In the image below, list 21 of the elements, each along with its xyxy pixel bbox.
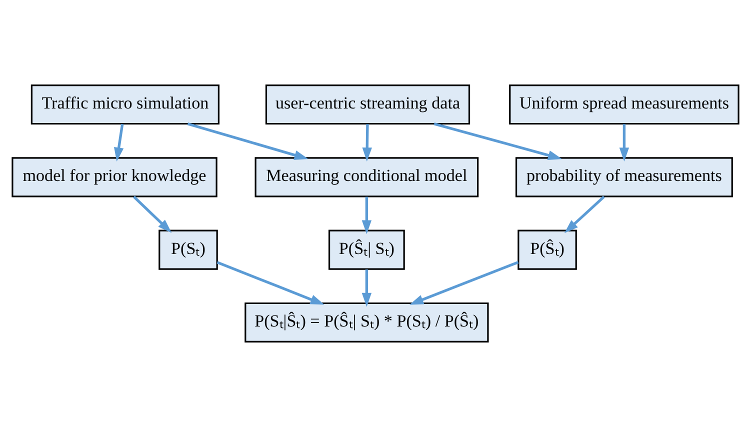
node-box: model for prior knowledge [12,157,218,198]
node-box: P(Ŝₜ| Sₜ) [328,230,405,270]
arrow [362,269,372,307]
node-box: user-centric streaming data [265,84,470,125]
arrow [619,124,630,162]
arrow [362,124,372,162]
arrow [216,261,324,305]
arrow [132,196,172,233]
node-box: probability of measurements [515,157,733,198]
node-box: P(Ŝₜ) [518,230,577,270]
node-box: P(Sₜ) [158,230,218,270]
arrow [187,122,308,160]
arrow [114,124,124,162]
node-box: Measuring conditional model [254,157,479,198]
node-box: Uniform spread measurements [509,84,740,125]
arrow [409,260,519,305]
arrow [434,122,562,160]
node-box: P(Sₜ|Ŝₜ) = P(Ŝₜ| Sₜ) * P(Sₜ) / P(Ŝₜ) [244,302,489,343]
arrow [564,196,605,234]
node-box: Traffic micro simulation [30,84,220,125]
arrow [362,196,372,234]
